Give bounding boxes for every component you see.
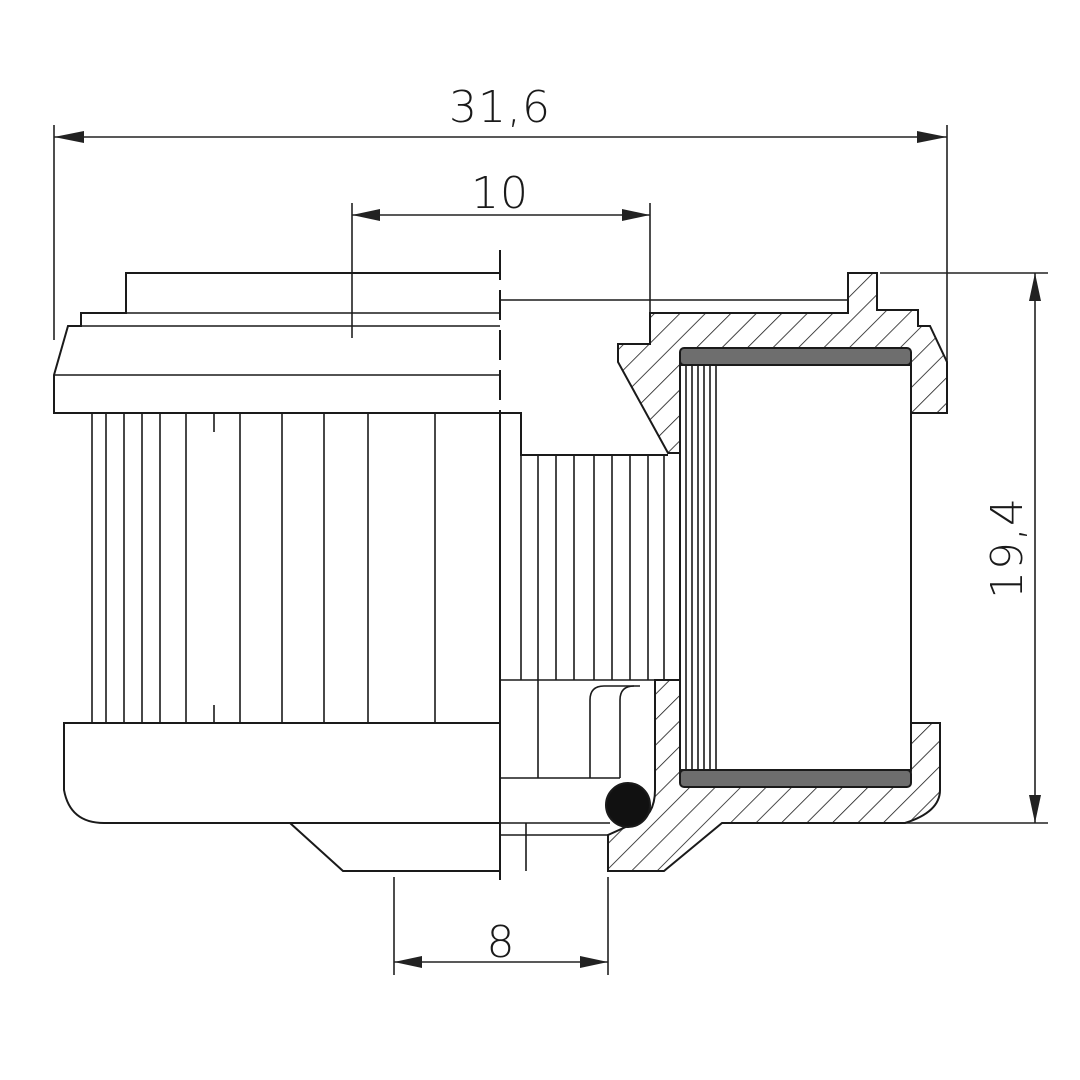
dimension-bottom-width: 8 <box>393 877 609 975</box>
dimension-height: 19,4 <box>880 272 1048 824</box>
dimension-label-bottom-width: 8 <box>487 917 516 968</box>
dimension-overall-width: 31,6 <box>53 82 948 370</box>
section-view <box>499 272 948 872</box>
media-band-bottom <box>679 769 912 788</box>
pleat-lines <box>91 413 436 723</box>
filter-media-section <box>679 347 912 788</box>
o-ring-seal <box>605 782 651 828</box>
dimension-label-inner-width: 10 <box>471 168 529 219</box>
exterior-view <box>53 272 848 872</box>
dimension-label-overall-width: 31,6 <box>449 82 551 133</box>
media-band-top <box>679 347 912 366</box>
dimension-inner-width: 10 <box>351 168 651 338</box>
dimension-label-height: 19,4 <box>982 497 1033 599</box>
inner-pleat-lines <box>537 455 665 680</box>
